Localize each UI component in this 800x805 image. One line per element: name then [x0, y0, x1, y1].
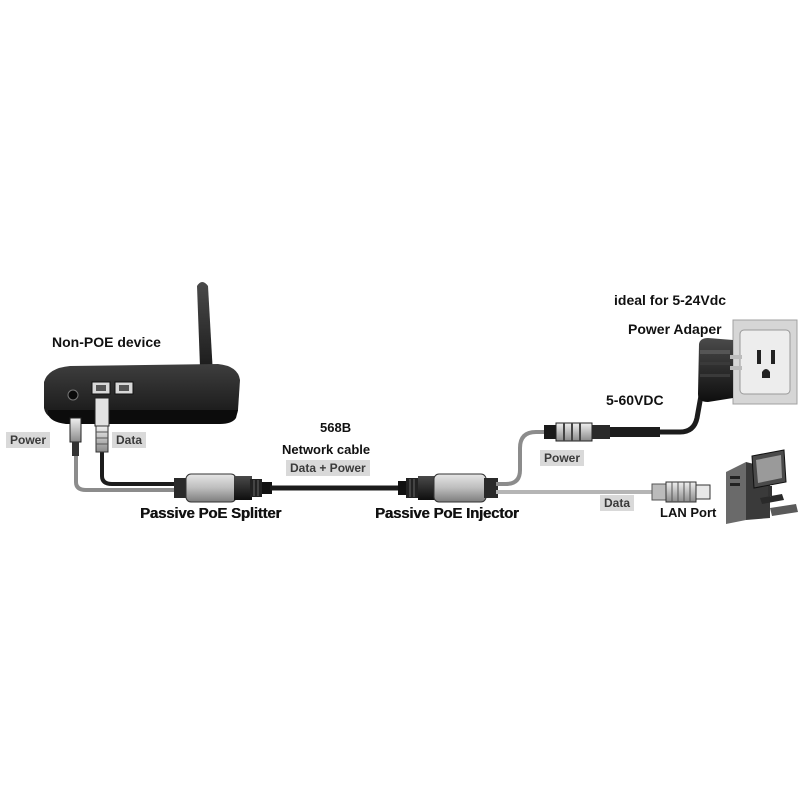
power-label-right: Power — [540, 450, 585, 466]
splitter-label: Passive PoE Splitter — [140, 505, 282, 522]
router-icon — [44, 282, 240, 424]
dc-plug-icon — [69, 417, 82, 456]
cable-label-network: Network cable — [282, 442, 371, 457]
poe-injector-icon — [398, 473, 498, 503]
cable-label-data-power: Data + Power — [286, 460, 370, 476]
device-label: Non-POE device — [52, 334, 161, 350]
cable-label-568b: 568B — [320, 420, 352, 435]
ideal-voltage-label: ideal for 5-24Vdc — [614, 292, 727, 308]
rj45-plug-icon — [94, 397, 110, 453]
adapter-label: Power Adaper — [628, 321, 722, 337]
injector-label: Passive PoE Injector — [375, 505, 519, 522]
voltage-label: 5-60VDC — [606, 392, 664, 408]
data-label-left: Data — [112, 432, 147, 448]
dc-plug-icon — [544, 422, 660, 442]
computer-icon — [726, 449, 798, 524]
lan-port-label: LAN Port — [660, 505, 717, 520]
power-label-left: Power — [6, 432, 51, 448]
rj45-plug-icon — [651, 481, 711, 503]
poe-splitter-icon — [174, 473, 272, 503]
router-cables — [69, 397, 176, 492]
injector-power-cable — [496, 430, 546, 486]
adapter-cable — [658, 389, 705, 435]
power-adapter-icon — [698, 338, 742, 402]
data-label-right: Data — [600, 495, 635, 511]
wall-outlet-icon — [732, 319, 798, 405]
